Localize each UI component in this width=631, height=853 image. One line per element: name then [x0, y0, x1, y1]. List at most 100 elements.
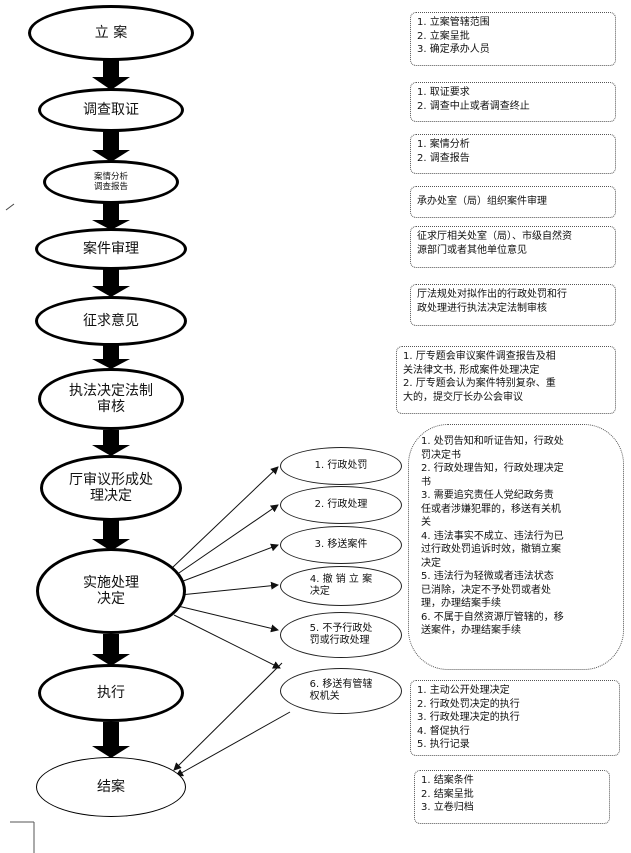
note-case-analysis: 1. 案情分析 2. 调查报告: [410, 134, 616, 174]
note-execution: 1. 主动公开处理决定 2. 行政处罚决定的执行 3. 行政处理决定的执行 4.…: [410, 680, 620, 756]
step-legal-review: 执法决定法制 审核: [38, 368, 184, 430]
note-line: 厅法规处对拟作出的行政处罚和行: [417, 289, 567, 300]
note-hall-deliberation: 1. 厅专题会审议案件调查报告及相 关法律文书, 形成案件处理决定 2. 厅专题…: [396, 346, 616, 414]
note-line: 关: [421, 517, 431, 528]
note-line: 大的，提交厅长办公会审议: [403, 391, 523, 403]
note-line: 3. 确定承办人员: [417, 44, 490, 55]
note-line: 4. 督促执行: [417, 725, 470, 737]
step-case-analysis: 案情分析 调查报告: [43, 160, 179, 204]
note-line: 征求厅相关处室（局）、市级自然资: [417, 231, 572, 242]
note-line: 3. 立卷归档: [421, 802, 474, 813]
branch-administrative-penalty: 1. 行政处罚: [280, 447, 402, 485]
note-line: 源部门或者其他单位意见: [417, 244, 527, 256]
step-label: 立 案: [94, 24, 128, 41]
branch-label: 1. 行政处罚: [314, 459, 368, 471]
note-filing: 1. 立案管辖范围 2. 立案呈批 3. 确定承办人员: [410, 12, 616, 66]
note-line: 2. 立案呈批: [417, 30, 470, 42]
step-label: 案情分析 调查报告: [93, 171, 128, 192]
step-close-case: 结案: [36, 757, 186, 817]
return-arrow: [173, 662, 283, 771]
note-line: 3. 需要追究责任人党纪政务责: [421, 490, 554, 501]
note-line: 3. 行政处理决定的执行: [417, 712, 520, 723]
note-line: 1. 厅专题会审议案件调查报告及相: [403, 351, 556, 362]
return-arrow: [175, 711, 291, 777]
step-label: 厅审议形成处 理决定: [69, 471, 153, 504]
note-case-review: 承办处室（局）组织案件审理: [410, 186, 616, 218]
note-solicit-opinions: 征求厅相关处室（局）、市级自然资 源部门或者其他单位意见: [410, 226, 616, 268]
note-line: 1. 处罚告知和听证告知，行政处: [421, 436, 564, 447]
note-line: 2. 行政处理告知，行政处理决定: [421, 463, 564, 474]
step-case-review: 案件审理: [35, 228, 187, 270]
note-decision-details: 1. 处罚告知和听证告知，行政处 罚决定书 2. 行政处理告知，行政处理决定 书…: [408, 424, 624, 670]
step-label: 执法决定法制 审核: [69, 382, 153, 415]
step-investigation: 调查取证: [38, 88, 184, 132]
branch-label: 2. 行政处理: [314, 498, 368, 510]
branch-label: 3. 移送案件: [314, 538, 368, 550]
branch-revoke-filing: 4. 撤 销 立 案 决定: [280, 566, 402, 606]
note-line: 6. 不属于自然资源厅管辖的，移: [421, 611, 564, 623]
note-line: 理，办理结案手续: [421, 598, 501, 609]
down-arrow: [92, 203, 130, 230]
note-line: 决定: [421, 557, 441, 569]
branch-label: 6. 移送有管辖 权机关: [309, 678, 373, 703]
down-arrow: [92, 722, 130, 758]
down-arrow: [92, 268, 130, 297]
step-execution: 执行: [38, 664, 184, 722]
note-legal-review: 厅法规处对拟作出的行政处罚和行 政处理进行执法决定法制审核: [410, 284, 616, 326]
note-line: 2. 行政处罚决定的执行: [417, 698, 520, 710]
note-line: 政处理进行执法决定法制审核: [417, 302, 547, 314]
note-line: 1. 取证要求: [417, 87, 470, 98]
note-line: 已消除，决定不予处罚或者处: [421, 584, 551, 596]
branch-label: 5. 不予行政处 罚或行政处理: [309, 622, 373, 647]
branch-arrow: [177, 605, 279, 633]
down-arrow: [92, 345, 130, 369]
note-line: 4. 违法事实不成立、违法行为已: [421, 530, 564, 542]
note-line: 书: [421, 476, 431, 488]
step-implement-decision: 实施处理 决定: [36, 548, 186, 634]
stray-mark: [5, 203, 15, 211]
note-line: 1. 主动公开处理决定: [417, 685, 510, 696]
branch-arrow: [171, 466, 279, 569]
note-line: 2. 结案呈批: [421, 788, 474, 800]
note-line: 1. 立案管辖范围: [417, 17, 490, 28]
note-line: 2. 厅专题会认为案件特别复杂、重: [403, 378, 556, 389]
branch-arrow: [175, 504, 279, 576]
branch-arrow: [177, 543, 279, 584]
down-arrow: [92, 634, 130, 666]
branch-arrow: [173, 614, 281, 669]
down-arrow: [92, 60, 130, 90]
branch-transfer-authority: 6. 移送有管辖 权机关: [280, 668, 402, 714]
note-line: 1. 案情分析: [417, 139, 470, 150]
branch-administrative-handling: 2. 行政处理: [280, 486, 402, 524]
down-arrow: [92, 430, 130, 456]
note-investigation: 1. 取证要求 2. 调查中止或者调查终止: [410, 82, 616, 122]
step-label: 案件审理: [83, 240, 139, 257]
branch-label: 4. 撤 销 立 案 决定: [309, 573, 373, 598]
branch-arrow: [179, 581, 279, 596]
step-hall-deliberation: 厅审议形成处 理决定: [40, 455, 182, 521]
note-line: 5. 执行记录: [417, 739, 470, 750]
step-label: 执行: [97, 684, 125, 701]
down-arrow: [92, 520, 130, 551]
note-line: 罚决定书: [421, 449, 461, 461]
branch-transfer-case: 3. 移送案件: [280, 526, 402, 564]
step-label: 结案: [97, 778, 125, 795]
note-line: 1. 结案条件: [421, 775, 474, 786]
note-line: 过行政处罚追诉时效，撤销立案: [421, 544, 561, 555]
step-label: 征求意见: [83, 312, 139, 329]
step-label: 实施处理 决定: [83, 574, 139, 607]
note-line: 5. 违法行为轻微或者违法状态: [421, 571, 554, 582]
note-line: 承办处室（局）组织案件审理: [417, 196, 547, 207]
note-line: 2. 调查中止或者调查终止: [417, 100, 530, 112]
note-line: 送案件，办理结案手续: [421, 625, 521, 636]
step-filing: 立 案: [28, 5, 194, 61]
branch-no-penalty: 5. 不予行政处 罚或行政处理: [280, 612, 402, 658]
note-closing: 1. 结案条件 2. 结案呈批 3. 立卷归档: [414, 770, 610, 824]
note-line: 关法律文书, 形成案件处理决定: [403, 364, 540, 376]
down-arrow: [92, 132, 130, 162]
step-label: 调查取证: [83, 101, 139, 118]
note-line: 任或者涉嫌犯罪的，移送有关机: [421, 503, 561, 515]
note-line: 2. 调查报告: [417, 152, 470, 164]
